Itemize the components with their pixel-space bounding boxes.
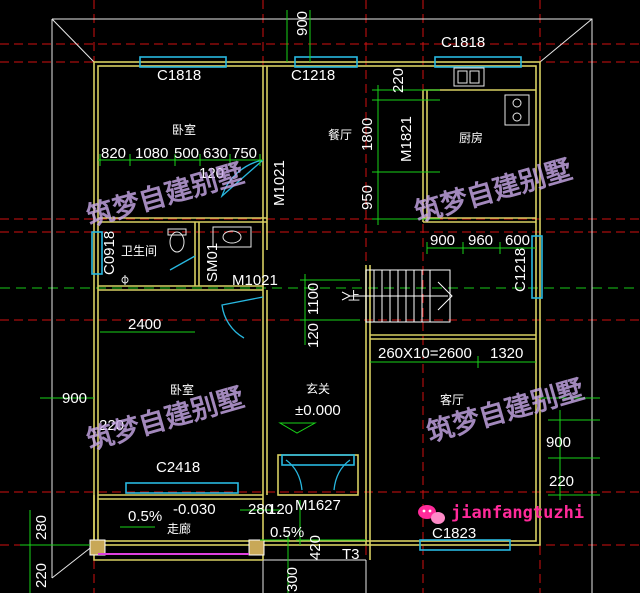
dim-bed-630: 630	[203, 145, 228, 162]
stair-up-label: 上	[348, 289, 360, 303]
brand-text: jianfangtuzhi	[451, 503, 584, 523]
window-label-c1218-top: C1218	[291, 67, 335, 84]
dim-kitchen-960: 960	[468, 232, 493, 249]
stair	[341, 269, 453, 323]
brand: jianfangtuzhi	[418, 503, 584, 524]
door-label-m1021-upper: M1021	[271, 160, 288, 206]
window-openings	[91, 56, 543, 551]
level-markers	[120, 422, 317, 541]
roof-outline	[51, 18, 593, 593]
dim-bed-500: 500	[174, 145, 199, 162]
door-label-m1021-lower: M1021	[232, 272, 278, 289]
dim-950: 950	[359, 185, 376, 210]
foyer-level: ±0.000	[295, 402, 341, 419]
dim-300: 300	[284, 567, 301, 592]
dim-top-900: 900	[294, 11, 311, 36]
room-label-bedroom-lower: 卧室	[170, 382, 194, 397]
dim-bed-1080: 1080	[135, 145, 168, 162]
dim-1800: 1800	[359, 118, 376, 151]
wechat-icon	[418, 505, 445, 524]
dim-stair-run: 260X10=2600	[378, 345, 472, 362]
room-label-corridor: 走廊	[167, 521, 191, 536]
dim-right-900: 900	[546, 434, 571, 451]
dim-corridor-level: -0.030	[173, 501, 216, 518]
window-label-c1818-right: C1818	[441, 34, 485, 51]
room-label-bedroom-upper: 卧室	[172, 122, 196, 137]
walls	[93, 61, 541, 561]
window-label-c1818-left: C1818	[157, 67, 201, 84]
dim-220-bottom-left: 220	[33, 563, 50, 588]
room-label-foyer: 玄关	[306, 381, 330, 396]
dim-bed-750: 750	[232, 145, 257, 162]
room-label-living: 客厅	[440, 392, 464, 407]
dim-220-upper: 220	[390, 68, 407, 93]
room-label-dining: 餐厅	[328, 127, 352, 142]
room-label-bathroom: 卫生间	[121, 244, 157, 258]
dim-420: 420	[307, 535, 324, 560]
dim-1320: 1320	[490, 345, 523, 362]
dim-120-entry: 120	[268, 501, 293, 518]
dim-left-900: 900	[62, 390, 87, 407]
window-label-c2418: C2418	[156, 459, 200, 476]
dim-280-left: 280	[33, 515, 50, 540]
dim-bed-820: 820	[101, 145, 126, 162]
dim-1100: 1100	[305, 283, 322, 315]
stair-mark-t3: T3	[342, 546, 360, 563]
door-label-sm01: SM01	[204, 243, 221, 282]
window-label-c1218-side: C1218	[512, 248, 529, 292]
bathroom-fixtures	[121, 226, 252, 285]
dim-220-right: 220	[549, 473, 574, 490]
dim-120-bed: 120	[199, 165, 224, 182]
dimension-lines	[20, 10, 600, 593]
door-label-m1821: M1821	[398, 116, 415, 162]
window-label-c1823: C1823	[432, 525, 476, 542]
dim-120-stair: 120	[305, 323, 322, 348]
dim-280-corridor: 280	[248, 501, 273, 518]
door-label-m1627: M1627	[295, 497, 341, 514]
dim-220-left: 220	[99, 417, 124, 434]
corridor-columns	[89, 539, 265, 556]
dim-kitchen-900: 900	[430, 232, 455, 249]
dim-2400: 2400	[128, 316, 161, 333]
window-label-c0918: C0918	[101, 231, 118, 275]
dim-kitchen-600: 600	[505, 232, 530, 249]
dim-slope-right: 0.5%	[270, 524, 304, 541]
room-label-kitchen: 厨房	[459, 130, 483, 145]
dim-slope-left: 0.5%	[128, 508, 162, 525]
door-swings	[169, 159, 351, 491]
kitchen-fixtures	[453, 67, 530, 126]
